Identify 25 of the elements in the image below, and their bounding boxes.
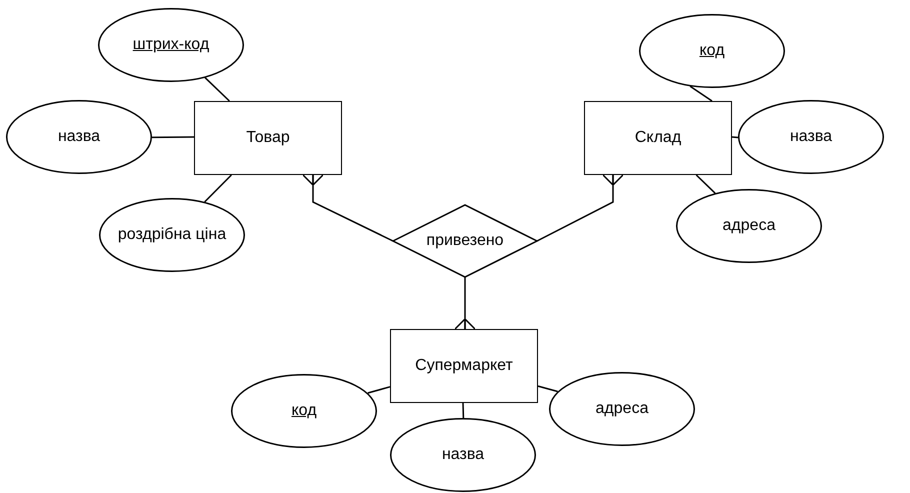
connector-line	[538, 385, 558, 392]
entity-box: Товар	[194, 101, 342, 175]
relationship-diamond: привезено	[393, 205, 537, 277]
attribute-ellipse: код	[639, 14, 785, 88]
attribute-ellipse: назва	[6, 100, 152, 174]
attribute-ellipse: назва	[390, 418, 536, 492]
attribute-ellipse: адреса	[549, 372, 695, 446]
attribute-ellipse: код	[231, 374, 377, 448]
connector-line	[204, 174, 232, 202]
attribute-ellipse: роздрібна ціна	[99, 198, 245, 272]
connector-line	[152, 136, 194, 138]
entity-box: Склад	[584, 101, 732, 175]
relationship-line	[454, 277, 476, 330]
connector-line	[462, 402, 464, 418]
attribute-ellipse: адреса	[676, 189, 822, 263]
connector-line	[204, 77, 230, 102]
attribute-ellipse: назва	[738, 100, 884, 174]
relationship-line	[536, 174, 624, 242]
connector-line	[368, 386, 390, 394]
relationship-line	[302, 174, 394, 242]
entity-box: Супермаркет	[390, 329, 538, 403]
attribute-ellipse: штрих-код	[98, 8, 244, 82]
connector-line	[696, 174, 716, 194]
connector-line	[732, 136, 738, 138]
connector-line	[690, 86, 712, 102]
